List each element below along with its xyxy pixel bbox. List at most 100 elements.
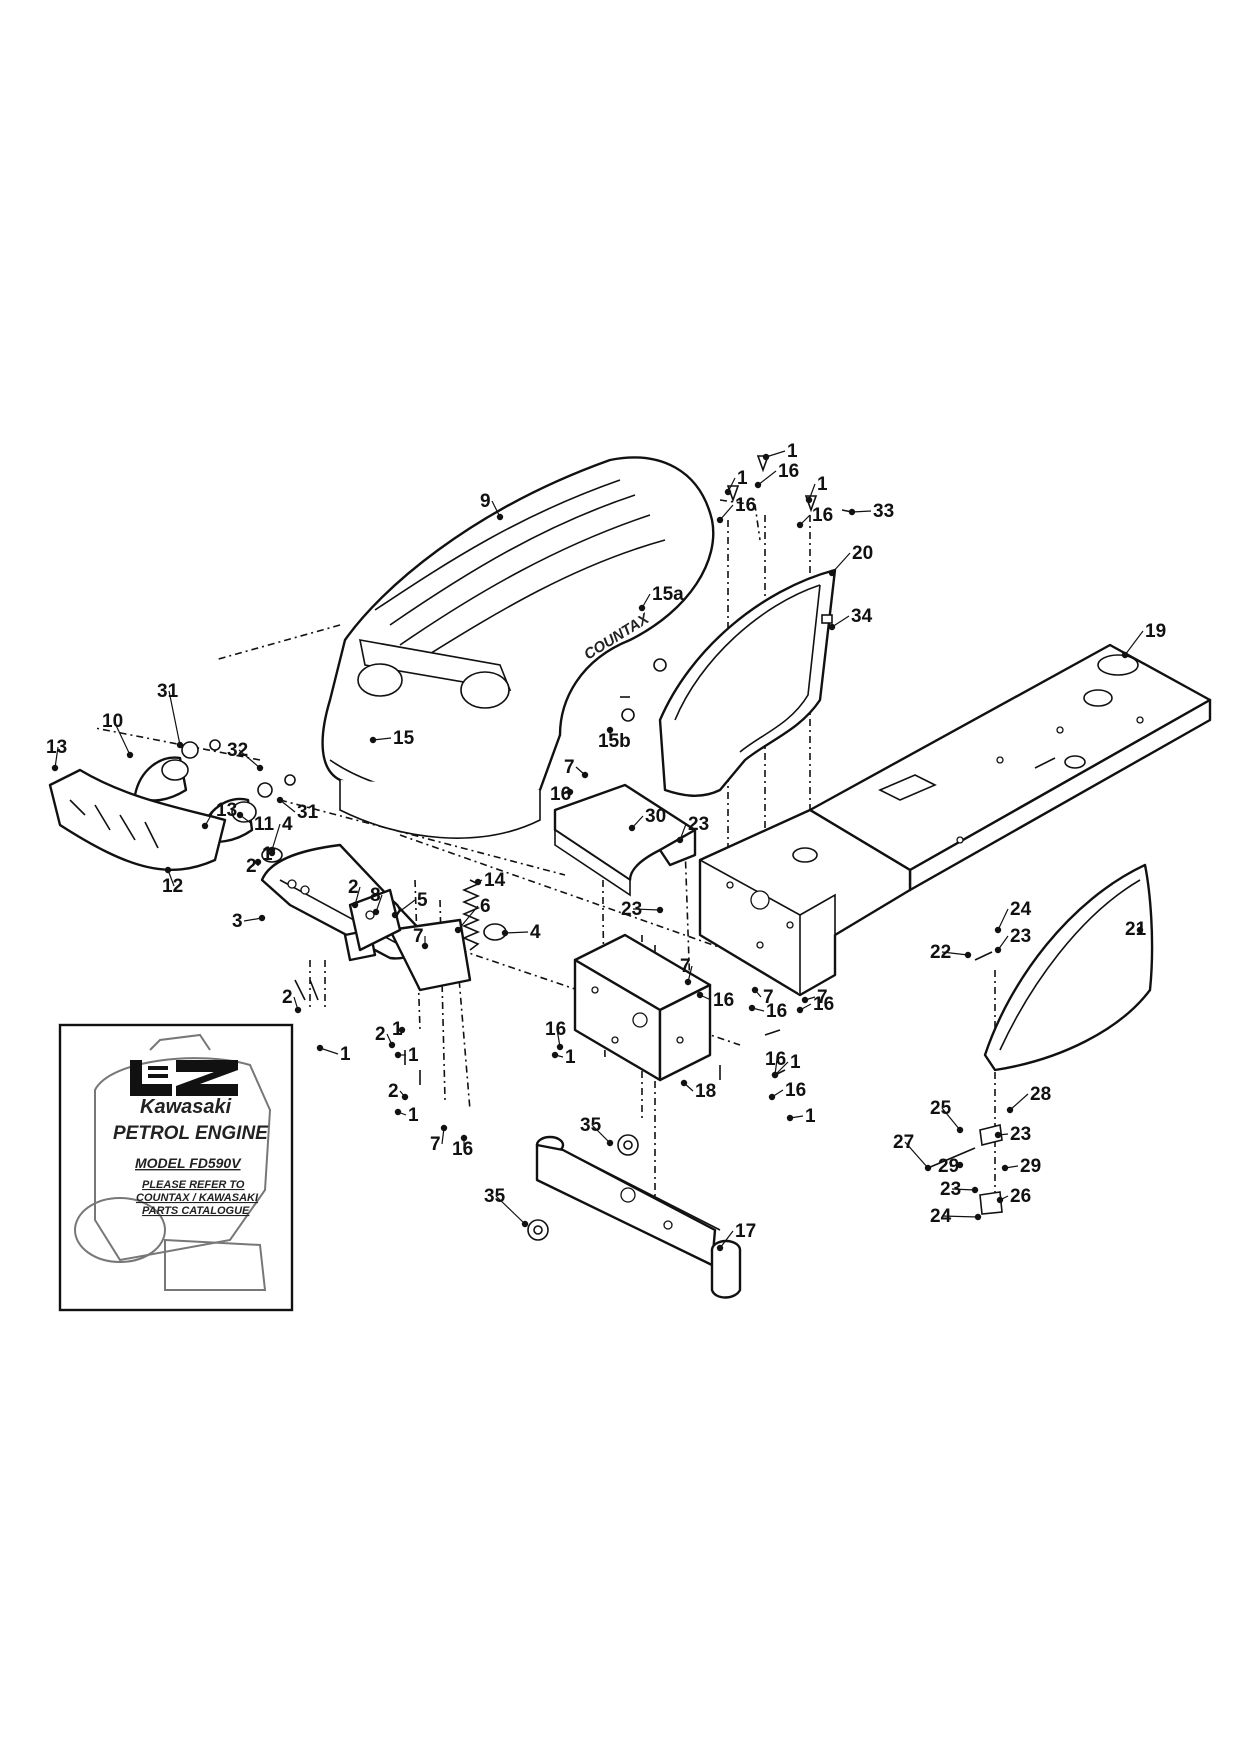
callout-label: 1 <box>262 844 273 865</box>
callout-label: 16 <box>766 1001 787 1022</box>
callout-c1k: 1 <box>392 1019 406 1040</box>
callout-c24a: 24 <box>994 899 1032 934</box>
callout-dot <box>924 1164 932 1172</box>
callout-leader <box>279 799 296 813</box>
callout-dot <box>996 1196 1004 1204</box>
callout-label: 11 <box>254 814 275 835</box>
callout-leader <box>504 931 529 934</box>
callout-c14: 14 <box>474 870 506 891</box>
callout-label: 1 <box>805 1106 816 1127</box>
callout-dot <box>1006 1106 1014 1114</box>
callout-dot <box>828 623 836 631</box>
callout-label: 1 <box>790 1052 801 1073</box>
callout-c1b: 1 <box>724 468 748 496</box>
callout-dot <box>254 858 262 866</box>
callout-dot <box>1001 1164 1009 1172</box>
callout-leader <box>113 720 131 756</box>
inset-note-line-3: PARTS CATALOGUE <box>142 1205 250 1217</box>
callout-label: 7 <box>564 757 575 778</box>
callout-dot <box>551 1051 559 1059</box>
callout-c1i: 1 <box>786 1106 816 1127</box>
hardware-marks <box>294 455 853 1085</box>
callout-c27: 27 <box>893 1132 932 1172</box>
callout-c29a: 29 <box>938 1156 964 1177</box>
callout-c35b: 35 <box>484 1186 529 1228</box>
callout-label: 35 <box>580 1115 602 1136</box>
callout-c13b: 13 <box>201 800 237 830</box>
callout-c15: 15 <box>369 728 415 749</box>
callout-dot <box>51 764 59 772</box>
callout-dot <box>164 866 172 874</box>
callout-label: 33 <box>873 501 894 522</box>
callout-label: 7 <box>817 987 828 1008</box>
callout-label: 25 <box>930 1098 952 1119</box>
callout-dot <box>971 1186 979 1194</box>
callout-c31a: 31 <box>157 681 184 749</box>
callout-c4a: 4 <box>268 814 293 854</box>
inset-title: PETROL ENGINE <box>113 1123 269 1144</box>
callout-leader <box>271 823 281 851</box>
callout-c16j: 16 <box>768 1080 806 1101</box>
callout-c1a: 1 <box>762 441 798 462</box>
callout-c17: 17 <box>716 1221 756 1252</box>
callout-c16k: 16 <box>452 1134 473 1160</box>
left-side-panel <box>658 568 837 797</box>
bracket-8 <box>348 888 402 952</box>
callout-label: 30 <box>645 806 666 827</box>
callout-c21: 21 <box>1125 919 1147 940</box>
callout-label: 16 <box>785 1080 806 1101</box>
callout-dot <box>762 453 770 461</box>
callout-dot <box>454 926 462 934</box>
callout-c11: 11 <box>236 811 275 835</box>
foot-plate <box>553 783 697 897</box>
callout-label: 8 <box>370 885 381 906</box>
callout-leader <box>904 1141 929 1169</box>
callout-label: 23 <box>1010 926 1031 947</box>
callout-c2a: 2 <box>246 856 262 877</box>
callout-label: 29 <box>938 1156 959 1177</box>
callout-label: 13 <box>46 737 67 758</box>
callout-label: 6 <box>480 896 491 917</box>
callout-c16d: 16 <box>550 784 574 805</box>
callout-c2d: 2 <box>375 1024 396 1049</box>
callout-label: 1 <box>340 1044 351 1065</box>
callout-label: 16 <box>812 505 833 526</box>
callout-label: 4 <box>530 922 541 943</box>
callout-dot <box>754 481 762 489</box>
callout-c34: 34 <box>828 606 873 631</box>
kawasaki-logo <box>130 1060 238 1096</box>
axle-washers <box>527 1134 639 1241</box>
callout-label: 1 <box>565 1047 576 1068</box>
callout-dot <box>696 991 704 999</box>
callout-dot <box>751 986 759 994</box>
callout-dot <box>606 1139 614 1147</box>
callout-label: 1 <box>817 474 828 495</box>
callout-dot <box>805 496 813 504</box>
callout-dot <box>796 521 804 529</box>
callout-c12: 12 <box>162 866 183 897</box>
callout-dot <box>771 1071 779 1079</box>
callout-label: 23 <box>940 1179 961 1200</box>
callout-dot <box>994 946 1002 954</box>
callout-dot <box>388 1041 396 1049</box>
callout-c31b: 31 <box>276 796 319 823</box>
callout-dot <box>680 1079 688 1087</box>
callout-leader <box>168 690 181 746</box>
callout-c16c: 16 <box>796 505 833 529</box>
callout-c1g: 1 <box>551 1047 576 1068</box>
callout-c22: 22 <box>930 942 972 963</box>
callout-dot <box>394 1051 402 1059</box>
callout-dot <box>316 1044 324 1052</box>
callout-label: 27 <box>893 1132 914 1153</box>
callout-label: 17 <box>735 1221 756 1242</box>
engine-inset: Kawasaki PETROL ENGINE MODEL FD590V PLEA… <box>58 1023 294 1312</box>
callout-c9: 9 <box>480 491 504 521</box>
callout-dot <box>796 1006 804 1014</box>
callout-label: 15a <box>652 584 684 605</box>
callout-dot <box>964 951 972 959</box>
callout-label: 2 <box>375 1024 386 1045</box>
callout-dot <box>258 914 266 922</box>
callout-label: 7 <box>763 987 774 1008</box>
callout-dot <box>176 741 184 749</box>
